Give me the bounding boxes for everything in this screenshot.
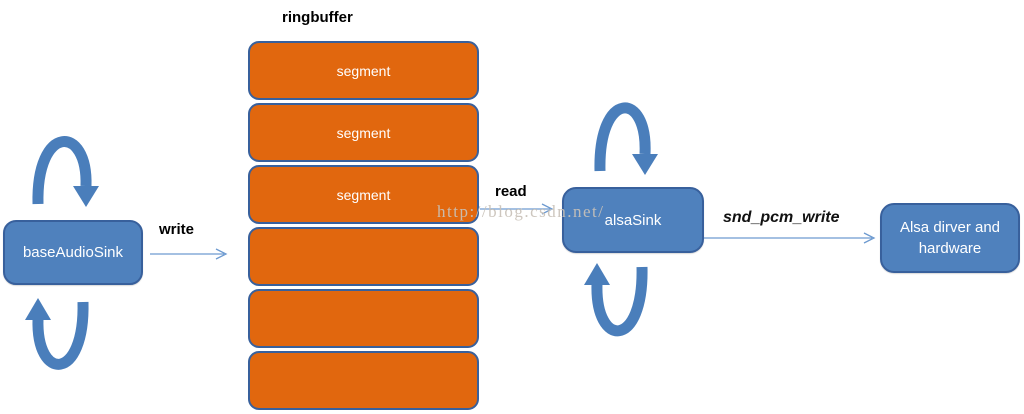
node-alsa-driver-hardware: Alsa dirver and hardware — [880, 203, 1020, 273]
edge-label-write: write — [159, 221, 195, 238]
node-alsa-sink-label: alsaSink — [604, 211, 662, 229]
ringbuffer-segment: segment — [248, 103, 479, 162]
write-arrow-icon — [150, 248, 228, 260]
node-base-audio-sink-label: baseAudioSink — [22, 244, 124, 261]
ringbuffer-segment — [248, 351, 479, 410]
node-alsa-sink: alsaSink — [562, 187, 704, 253]
edge-label-read: read — [495, 183, 527, 200]
node-alsa-driver-label-line1: Alsa dirver and — [899, 219, 1001, 236]
read-arrow-icon — [480, 203, 554, 215]
node-base-audio-sink: baseAudioSink — [3, 220, 143, 285]
ringbuffer-segment — [248, 289, 479, 348]
segment-label: segment — [336, 62, 391, 79]
snd-pcm-write-arrow-icon — [704, 232, 876, 244]
loop-arrow-icon — [32, 136, 99, 207]
ringbuffer-segment: segment — [248, 41, 479, 100]
node-alsa-driver-label-line2: hardware — [918, 240, 982, 257]
segment-label: segment — [336, 124, 391, 141]
loop-arrow-icon — [594, 102, 658, 175]
ringbuffer-segment: segment — [248, 165, 479, 224]
watermark-text: http://blog.csdn.net/ — [437, 202, 605, 221]
ringbuffer-title: ringbuffer — [282, 9, 353, 26]
edge-label-snd-pcm-write: snd_pcm_write — [723, 209, 840, 226]
loop-arrow-icon — [25, 298, 89, 370]
segment-label: segment — [336, 186, 391, 203]
loop-arrow-icon — [584, 263, 648, 337]
ringbuffer-segment — [248, 227, 479, 286]
